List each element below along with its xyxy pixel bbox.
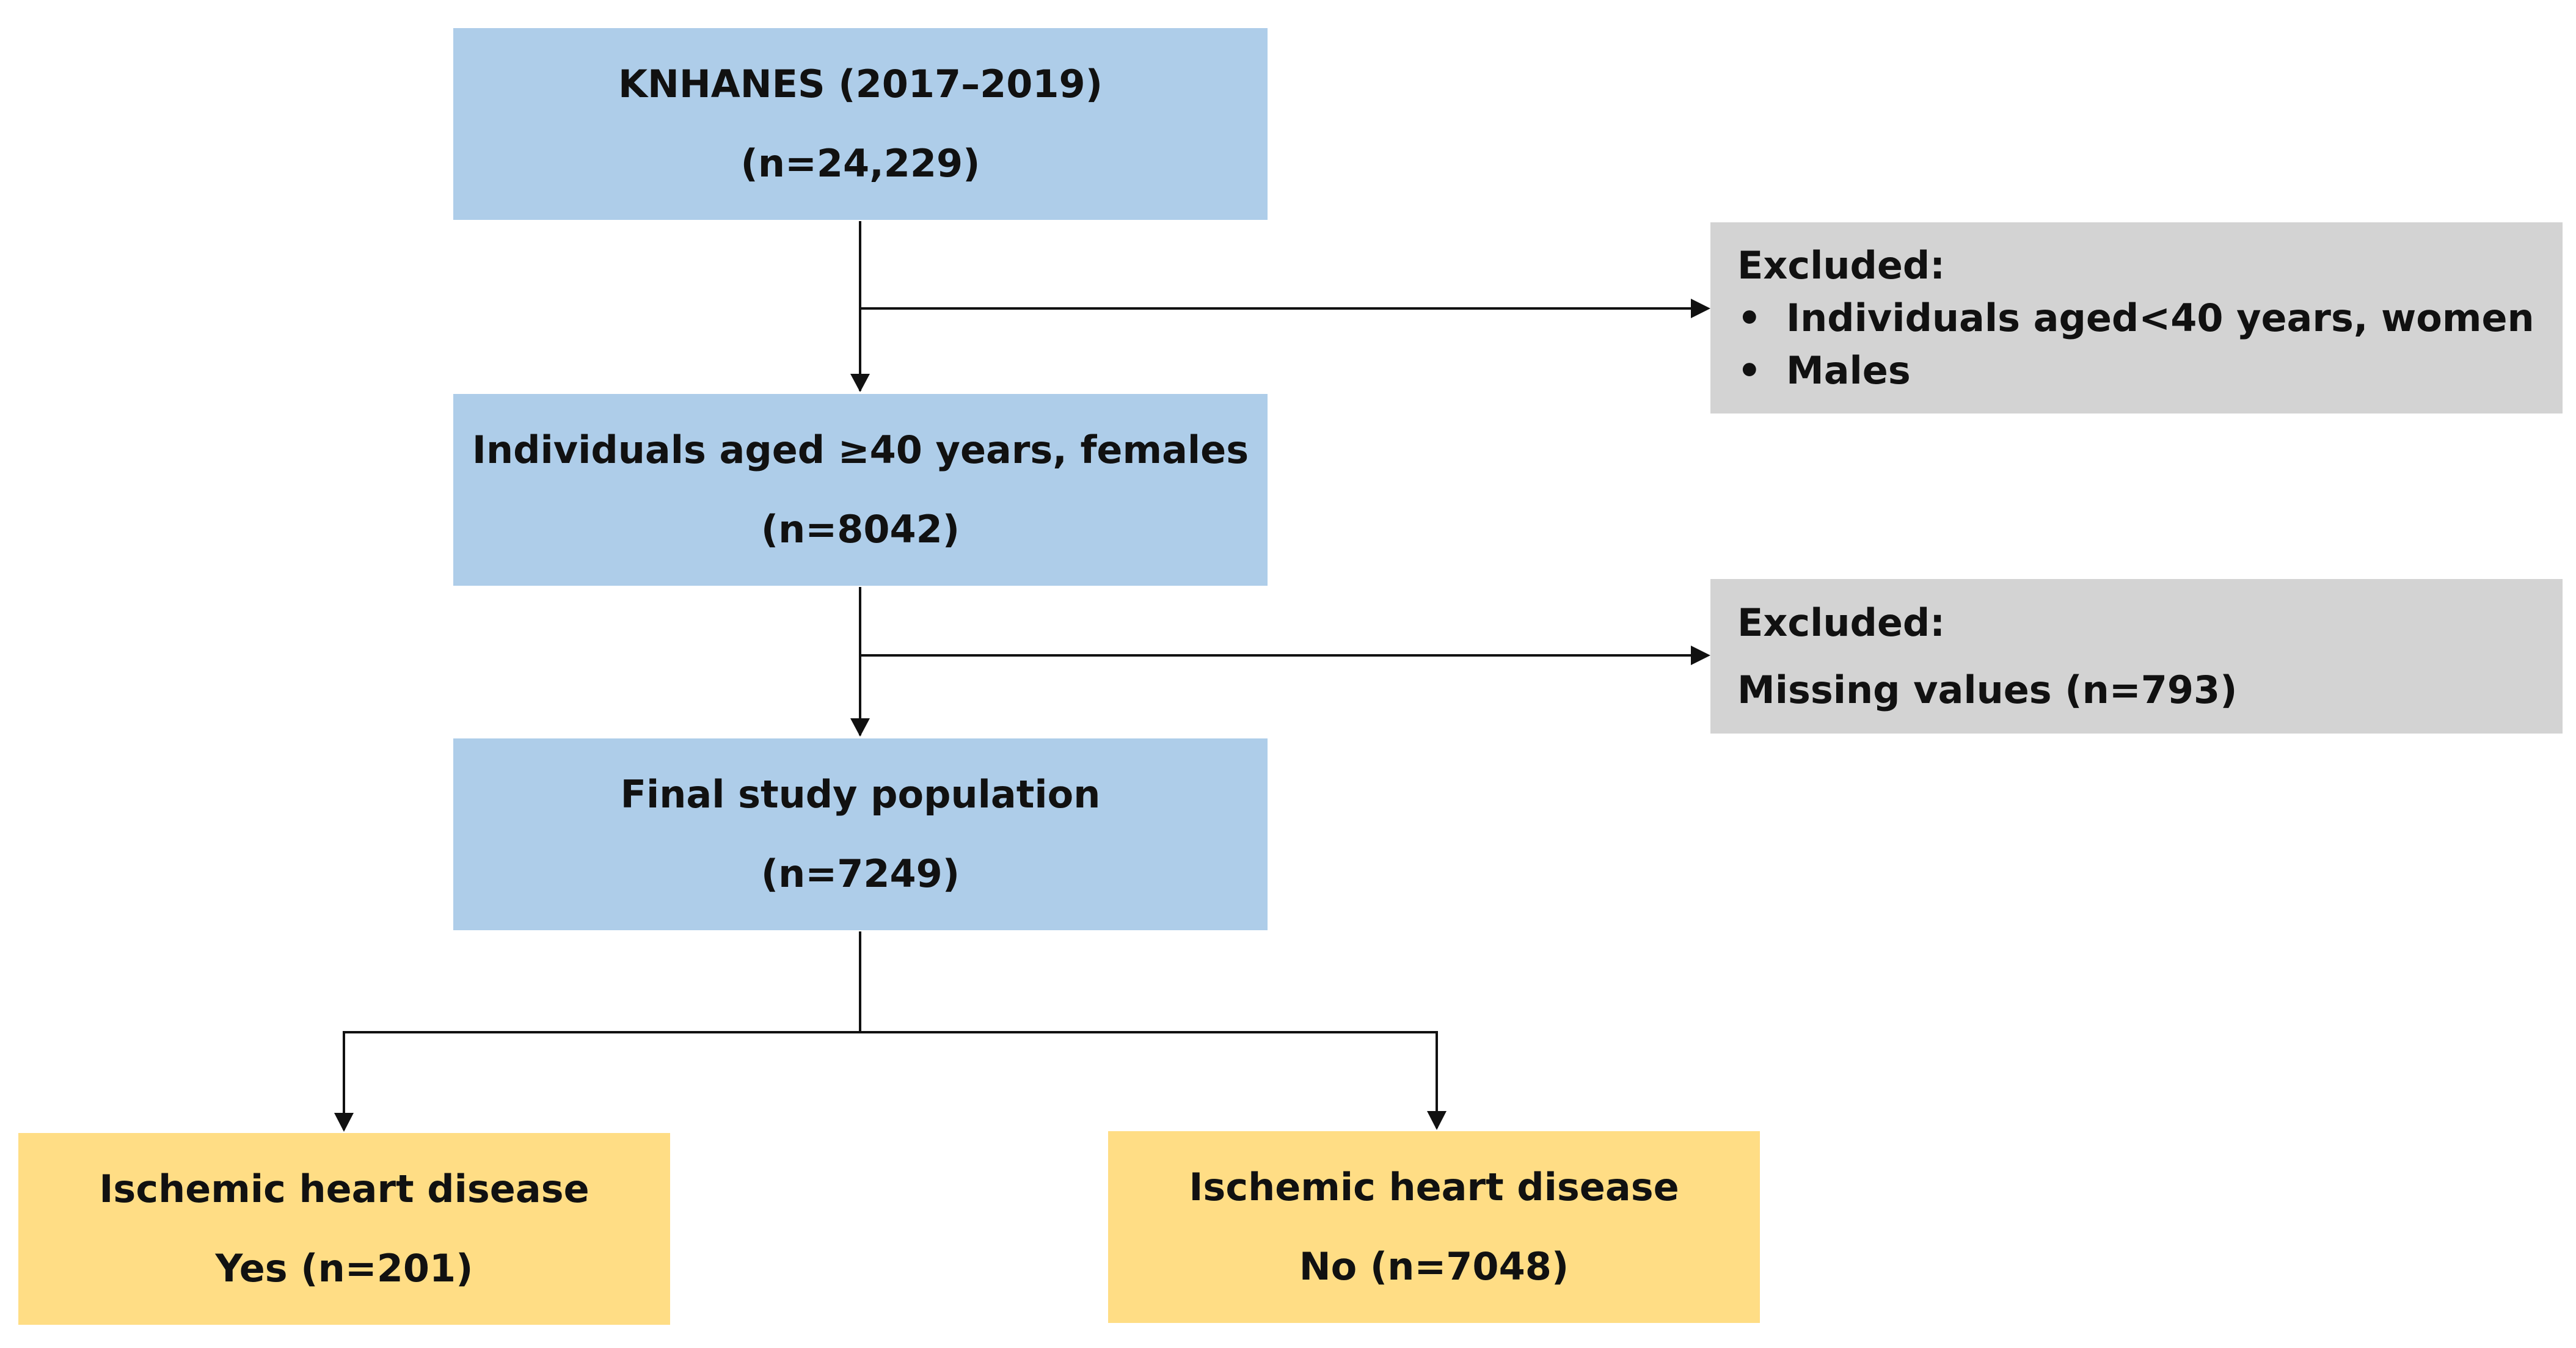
knhanes-count: (n=24,229) [740, 141, 980, 186]
ihd-yes-count: Yes (n=201) [215, 1246, 473, 1291]
age-filter-count: (n=8042) [761, 507, 960, 552]
exclusion-1-heading: Excluded: [1737, 242, 1946, 288]
bullet-icon: • [1737, 295, 1762, 340]
exclusion-box-1: Excluded: • Individuals aged<40 years, w… [1710, 222, 2563, 414]
exclusion-1-item-age: • Individuals aged<40 years, women [1737, 292, 2534, 344]
age-filter-box: Individuals aged ≥40 years, females (n=8… [453, 394, 1268, 586]
knhanes-box: KNHANES (2017–2019) (n=24,229) [453, 28, 1268, 220]
ihd-yes-box: Ischemic heart disease Yes (n=201) [18, 1133, 670, 1325]
ihd-no-box: Ischemic heart disease No (n=7048) [1108, 1131, 1760, 1323]
arrowhead-final [850, 718, 870, 737]
ihd-no-count: No (n=7048) [1299, 1244, 1569, 1289]
arrowhead-age [850, 374, 870, 392]
exclusion-1-item-age-text: Individuals aged<40 years, women [1786, 295, 2534, 340]
arrowhead-exclusion-2 [1691, 646, 1710, 665]
arrowhead-no [1427, 1111, 1447, 1130]
ihd-yes-title: Ischemic heart disease [99, 1167, 589, 1211]
exclusion-2-heading: Excluded: [1737, 600, 1946, 645]
age-filter-title: Individuals aged ≥40 years, females [472, 428, 1249, 472]
arrowhead-yes [334, 1113, 354, 1132]
final-population-count: (n=7249) [761, 851, 960, 896]
exclusion-1-item-males: • Males [1737, 344, 1911, 397]
knhanes-title: KNHANES (2017–2019) [618, 62, 1103, 106]
exclusion-box-2: Excluded: Missing values (n=793) [1710, 579, 2563, 734]
final-population-title: Final study population [620, 772, 1101, 817]
exclusion-2-text: Missing values (n=793) [1737, 667, 2238, 712]
final-population-box: Final study population (n=7249) [453, 738, 1268, 930]
arrowhead-exclusion-1 [1691, 299, 1710, 318]
exclusion-1-item-males-text: Males [1786, 348, 1911, 393]
bullet-icon: • [1737, 348, 1762, 393]
ihd-no-title: Ischemic heart disease [1189, 1165, 1679, 1209]
